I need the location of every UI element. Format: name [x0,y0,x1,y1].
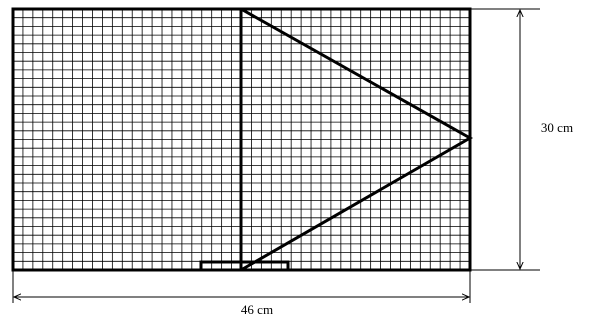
width-label: 46 cm [241,302,273,317]
triangle [240,7,474,272]
height-label: 30 cm [541,120,573,135]
base-bracket [199,260,290,270]
